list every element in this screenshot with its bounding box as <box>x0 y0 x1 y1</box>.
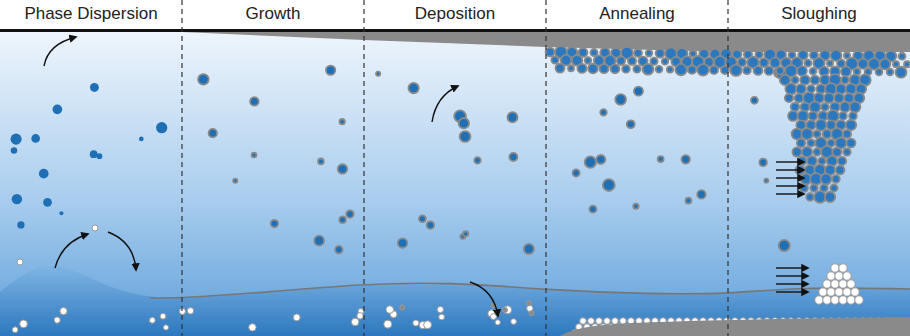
pipe-wall <box>0 29 910 32</box>
column-heading: Annealing <box>546 4 728 24</box>
column-divider <box>181 0 182 336</box>
column-divider <box>545 0 546 336</box>
column-heading: Sloughing <box>728 4 910 24</box>
bottom-deposit <box>560 317 910 336</box>
droplets <box>11 66 790 254</box>
column-heading: Deposition <box>364 4 546 24</box>
solid-particles <box>12 225 910 336</box>
column-heading: Growth <box>182 4 364 24</box>
column-heading: Phase Dispersion <box>0 4 182 24</box>
column-divider <box>727 0 728 336</box>
packed-droplets <box>546 46 910 203</box>
water-body <box>0 31 910 336</box>
flow-arrows <box>44 37 808 316</box>
column-divider <box>363 0 364 336</box>
water-layer <box>0 266 910 336</box>
interface-line <box>150 283 910 298</box>
